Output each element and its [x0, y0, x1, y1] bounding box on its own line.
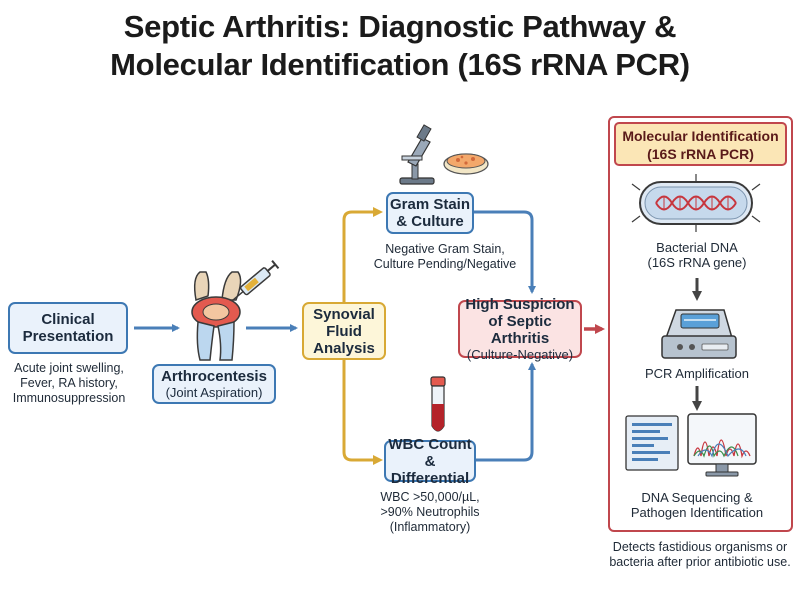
bacterium-dna-icon — [631, 174, 761, 232]
clinical-caption-line-3: Immunosuppression — [12, 391, 126, 405]
petri-dish-icon — [443, 153, 489, 175]
seq-label-line-2: Pathogen Identification — [630, 505, 764, 520]
blood-tube-icon — [430, 376, 446, 432]
molecular-panel-header: Molecular Identification (16S rRNA PCR) — [614, 122, 787, 166]
gram-caption-line-2: Culture Pending/Negative — [373, 257, 517, 271]
arrow-synovial-to-wbc — [342, 360, 383, 465]
dna-label-line-2: (16S rRNA gene) — [647, 255, 747, 270]
knee-joint-syringe-icon — [191, 260, 280, 361]
clinical-caption: Acute joint swelling, Fever, RA history,… — [0, 361, 138, 406]
wbc-caption-line-3: (Inflammatory) — [389, 520, 471, 534]
gram-stain-culture-box: Gram Stain & Culture — [386, 192, 474, 234]
wbc-title-line-2: Differential — [390, 469, 470, 487]
arrow-wbc-to-suspicion — [474, 362, 536, 462]
arthrocentesis-subtitle: (Joint Aspiration) — [165, 385, 263, 400]
high-suspicion-box: High Suspicion of Septic Arthritis (Cult… — [458, 296, 582, 362]
wbc-caption-line-1: WBC >50,000/µL, — [380, 490, 480, 504]
page-title: Septic Arthritis: Diagnostic Pathway & M… — [0, 8, 800, 84]
synovial-line-3: Analysis — [313, 339, 375, 357]
seq-label-line-1: DNA Sequencing & — [641, 490, 753, 505]
wbc-title-line-1: WBC Count & — [388, 435, 472, 470]
clinical-caption-line-2: Fever, RA history, — [20, 376, 118, 390]
synovial-fluid-analysis-box: Synovial Fluid Analysis — [302, 302, 386, 360]
sequencing-monitor-icon — [625, 413, 757, 477]
dna-label-line-1: Bacterial DNA — [656, 240, 738, 255]
microscope-icon — [399, 124, 435, 185]
arthrocentesis-box: Arthrocentesis (Joint Aspiration) — [152, 364, 276, 404]
molecular-header-line-1: Molecular Identification — [622, 128, 779, 144]
suspicion-line-1: High Suspicion — [465, 296, 575, 313]
arrow-synovial-to-gram — [342, 207, 383, 302]
suspicion-line-2: of Septic Arthritis — [488, 313, 552, 347]
clinical-title-line-2: Presentation — [22, 328, 114, 345]
clinical-presentation-box: Clinical Presentation — [8, 302, 128, 354]
pcr-label: PCR Amplification — [644, 366, 750, 381]
wbc-caption: WBC >50,000/µL, >90% Neutrophils (Inflam… — [370, 490, 490, 535]
pcr-machine-icon — [661, 309, 737, 359]
footnote-line-2: bacteria after prior antibiotic use. — [609, 555, 791, 569]
pcr-amplification-label: PCR Amplification — [630, 366, 764, 381]
gram-caption: Negative Gram Stain, Culture Pending/Neg… — [360, 242, 530, 272]
arrow-gram-to-suspicion — [474, 210, 536, 294]
clinical-caption-line-1: Acute joint swelling, — [14, 361, 124, 375]
suspicion-subtitle: (Culture-Negative) — [466, 347, 574, 362]
title-line-1: Septic Arthritis: Diagnostic Pathway & — [123, 9, 677, 44]
arthrocentesis-title: Arthrocentesis — [161, 368, 267, 385]
gram-title-line-1: Gram Stain — [389, 196, 471, 213]
wbc-count-box: WBC Count & Differential — [384, 436, 476, 487]
synovial-line-1: Synovial — [313, 305, 375, 323]
footnote-line-1: Detects fastidious organisms or — [612, 540, 788, 554]
synovial-line-2: Fluid — [326, 322, 362, 340]
molecular-header-line-2: (16S rRNA PCR) — [647, 146, 754, 162]
footnote: Detects fastidious organisms or bacteria… — [600, 540, 800, 570]
bacterial-dna-label: Bacterial DNA (16S rRNA gene) — [630, 240, 764, 270]
sequencing-label: DNA Sequencing & Pathogen Identification — [620, 490, 774, 520]
clinical-title-line-1: Clinical — [41, 311, 95, 328]
wbc-caption-line-2: >90% Neutrophils — [380, 505, 480, 519]
gram-caption-line-1: Negative Gram Stain, — [385, 242, 505, 256]
title-line-2: Molecular Identification (16S rRNA PCR) — [110, 47, 690, 82]
gram-title-line-2: & Culture — [396, 213, 464, 230]
